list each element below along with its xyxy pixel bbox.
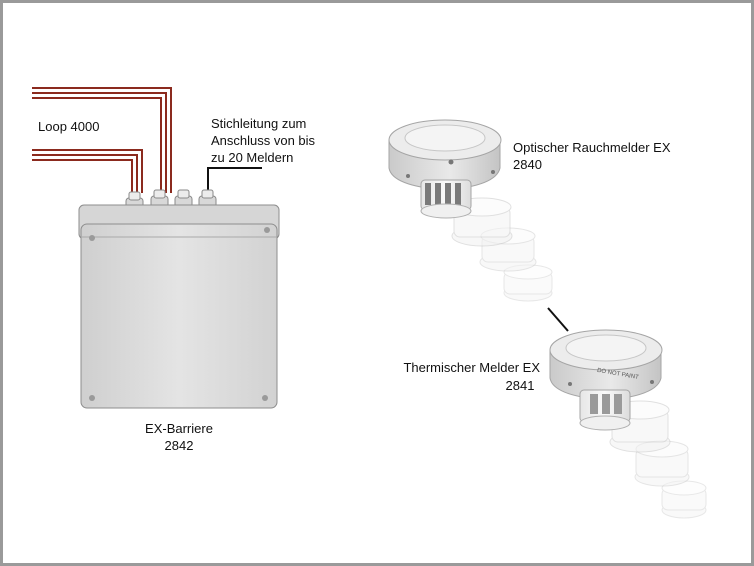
stub-wire [207,167,262,193]
thermal-detector-2841: DO NOT PAINT [549,329,707,519]
stich-label-line-1: Stichleitung zum [211,116,306,131]
loop-wires [32,87,172,193]
barrier-name: EX-Barriere [145,421,213,436]
optical-detector-number: 2840 [513,157,542,172]
optical-detector-2840 [388,119,553,302]
link-wire [547,307,569,332]
optical-detector-name: Optischer Rauchmelder EX [513,140,671,155]
barrier-number: 2842 [165,438,194,453]
stich-label-line-2: Anschluss von bis [211,133,316,148]
thermal-detector-name: Thermischer Melder EX [403,360,540,375]
ex-barrier-box [78,189,280,409]
thermal-detector-number: 2841 [506,378,535,393]
loop-label: Loop 4000 [38,119,99,134]
stich-label-line-3: zu 20 Meldern [211,150,293,165]
